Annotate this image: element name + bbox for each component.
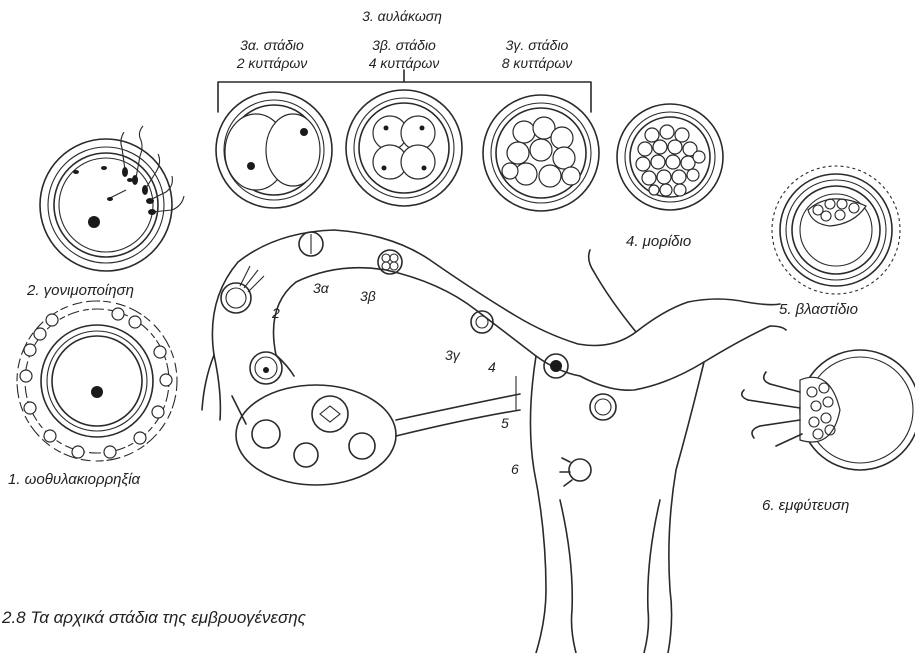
eight-cell-embryo: [483, 95, 599, 211]
fertilization-egg: [40, 139, 172, 271]
four-cell-embryo: [346, 90, 462, 206]
tube-morula: [544, 354, 568, 378]
marker-2: 2: [271, 305, 280, 321]
morula: [617, 104, 723, 210]
cleavage-title: 3. αυλάκωση: [362, 8, 442, 24]
marker-3c: 3γ: [445, 347, 461, 363]
cleavage-bracket: [218, 82, 591, 112]
uterus-implantation: [560, 458, 591, 486]
stage-3a-label-line1: 3α. στάδιο: [240, 37, 304, 53]
tube-two-cell: [299, 232, 323, 256]
implantation-embryo: [742, 350, 915, 470]
stage-3c-label-line1: 3γ. στάδιο: [506, 37, 569, 53]
blastocyst-label: 5. βλαστίδιο: [779, 301, 858, 318]
implantation-label: 6. εμφύτευση: [762, 497, 849, 514]
reproductive-tract: [202, 230, 786, 653]
morula-label: 4. μορίδιο: [626, 233, 691, 250]
stage-3c-label-line2: 8 κυττάρων: [502, 55, 573, 71]
stage-3a-label-line2: 2 κυττάρων: [236, 55, 308, 71]
stage-3b-label-line2: 4 κυττάρων: [369, 55, 440, 71]
blastocyst: [772, 166, 900, 294]
ovulation-label: 1. ωοθυλακιορρηξία: [8, 471, 141, 488]
tube-fertilized-egg: [221, 266, 264, 313]
two-cell-embryo: [216, 92, 332, 208]
stage-3b-label-line1: 3β. στάδιο: [372, 37, 436, 53]
marker-3a: 3α: [313, 280, 330, 296]
uterus-blastocyst: [590, 394, 616, 420]
fertilization-label: 2. γονιμοποίηση: [26, 282, 134, 299]
ovulation-egg: [17, 301, 177, 461]
figure-caption: 2.8 Τα αρχικά στάδια της εμβρυογένεσης: [1, 608, 307, 627]
tube-egg-near-fimbriae: [250, 352, 282, 384]
marker-6: 6: [511, 461, 519, 477]
marker-5: 5: [501, 415, 509, 431]
marker-3b: 3β: [360, 288, 376, 304]
marker-4: 4: [488, 359, 496, 375]
